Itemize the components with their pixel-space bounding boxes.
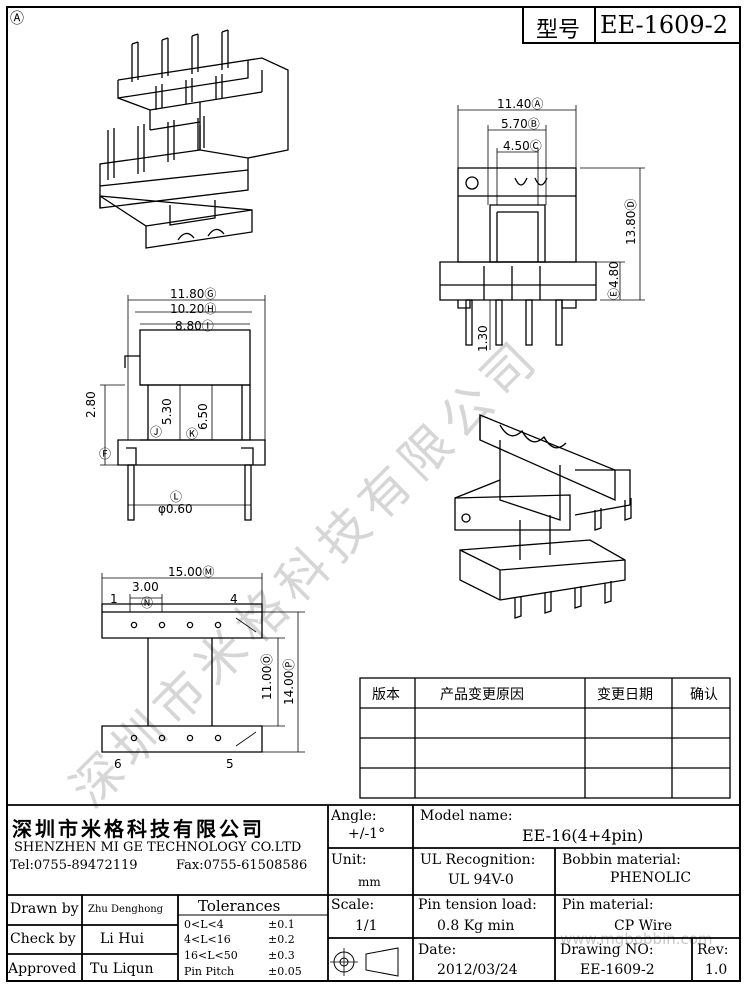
dim-m: 15.00Ⓜ bbox=[168, 565, 215, 579]
dim-f-mark: Ⓕ bbox=[99, 447, 112, 461]
company-name-en: SHENZHEN MI GE TECHNOLOGY CO.LTD bbox=[14, 840, 302, 855]
pin-material-value: CP Wire bbox=[614, 918, 673, 934]
dim-i: 8.80Ⓘ bbox=[175, 319, 214, 333]
angle-value: +/-1° bbox=[348, 826, 386, 842]
ul-label: UL Recognition: bbox=[420, 852, 536, 868]
tol-value-4: ±0.05 bbox=[268, 965, 302, 978]
drawn-value: Zhu Denghong bbox=[88, 904, 164, 915]
model-name-value: EE-16(4+4pin) bbox=[522, 826, 644, 845]
model-name-label: Model name: bbox=[420, 808, 513, 824]
drawing-no-label: Drawing NO: bbox=[560, 942, 654, 958]
revision-table-grid bbox=[359, 677, 731, 799]
drawing-no-value: EE-1609-2 bbox=[580, 962, 655, 978]
dim-d: 13.80Ⓓ bbox=[624, 198, 638, 245]
dim-pin-length: 1.30 bbox=[476, 325, 490, 352]
dim-f: 2.80 bbox=[84, 391, 98, 418]
rev-header-confirm: 确认 bbox=[690, 687, 718, 703]
pin-material-label: Pin material: bbox=[562, 897, 654, 913]
dim-g: 11.80Ⓖ bbox=[170, 287, 217, 301]
company-name-cn: 深圳市米格科技有限公司 bbox=[12, 817, 265, 841]
dim-e: Ⓔ4.80 bbox=[607, 261, 621, 300]
dim-o: 11.00Ⓞ bbox=[260, 653, 274, 700]
tol-value-1: ±0.1 bbox=[268, 918, 295, 931]
dim-j: 5.30 bbox=[160, 398, 174, 425]
rev-label: Rev: bbox=[697, 942, 729, 958]
model-box-value: EE-1609-2 bbox=[600, 11, 729, 39]
tol-range-4: Pin Pitch bbox=[184, 965, 235, 978]
bobbin-value: PHENOLIC bbox=[610, 870, 692, 886]
unit-label: Unit: bbox=[331, 852, 367, 868]
model-box: 型号 EE-1609-2 bbox=[522, 8, 741, 44]
pin-label-4: 4 bbox=[230, 592, 238, 606]
isometric-view-top bbox=[99, 29, 289, 249]
ul-value: UL 94V-0 bbox=[448, 872, 514, 888]
dim-h: 10.20Ⓗ bbox=[170, 302, 217, 316]
watermark-url: www.mgbobbin.com bbox=[560, 930, 713, 948]
top-view-bottom-left bbox=[101, 573, 305, 753]
bobbin-label: Bobbin material: bbox=[562, 852, 681, 868]
rev-value: 1.0 bbox=[705, 962, 728, 978]
dim-n-mark: Ⓝ bbox=[141, 596, 154, 610]
company-tel: Tel:0755-89472119 bbox=[10, 858, 138, 873]
pin-label-5: 5 bbox=[226, 757, 234, 771]
dim-l-mark: Ⓛ bbox=[170, 490, 183, 504]
scale-label: Scale: bbox=[331, 897, 375, 913]
tol-value-2: ±0.2 bbox=[268, 933, 295, 946]
drawn-label: Drawn by bbox=[10, 901, 79, 917]
rev-header-version: 版本 bbox=[372, 687, 400, 703]
scale-value: 1/1 bbox=[355, 918, 378, 934]
date-label: Date: bbox=[418, 942, 457, 958]
rev-header-date: 变更日期 bbox=[597, 687, 653, 703]
check-label: Check by bbox=[10, 931, 76, 947]
approved-value: Tu Liqun bbox=[90, 961, 154, 977]
tol-value-3: ±0.3 bbox=[268, 949, 295, 962]
dim-c: 4.50Ⓒ bbox=[503, 139, 542, 153]
tension-value: 0.8 Kg min bbox=[437, 918, 515, 934]
model-box-label: 型号 bbox=[536, 18, 581, 43]
tension-label: Pin tension load: bbox=[418, 897, 537, 913]
corner-mark: Ⓐ bbox=[10, 11, 24, 27]
side-view-middle-left bbox=[100, 295, 266, 521]
date-value: 2012/03/24 bbox=[437, 962, 518, 978]
angle-label: Angle: bbox=[331, 808, 377, 824]
unit-value: mm bbox=[358, 875, 381, 889]
front-view-top-right bbox=[439, 105, 645, 350]
dim-k-mark: Ⓚ bbox=[186, 427, 199, 441]
title-block-grid bbox=[6, 804, 741, 982]
dim-p: 14.00Ⓟ bbox=[282, 658, 296, 705]
pin-label-1: 1 bbox=[110, 592, 118, 606]
rev-header-reason: 产品变更原因 bbox=[440, 687, 524, 703]
dim-b: 5.70Ⓑ bbox=[501, 117, 540, 131]
isometric-view-bottom-right bbox=[454, 414, 632, 619]
drawing-frame bbox=[6, 6, 741, 982]
approved-label: Approved bbox=[8, 961, 77, 977]
dim-k: 6.50 bbox=[196, 403, 210, 430]
dim-a: 11.40Ⓐ bbox=[497, 97, 544, 111]
tol-range-3: 16<L<50 bbox=[184, 949, 238, 962]
check-value: Li Hui bbox=[100, 931, 144, 947]
company-fax: Fax:0755-61508586 bbox=[176, 858, 308, 873]
tol-range-1: 0<L<4 bbox=[184, 918, 224, 931]
tolerances-title: Tolerances bbox=[198, 897, 281, 915]
dim-j-mark: Ⓙ bbox=[150, 425, 163, 439]
tol-range-2: 4<L<16 bbox=[184, 933, 231, 946]
dim-n: 3.00 bbox=[132, 580, 159, 594]
pin-label-6: 6 bbox=[114, 757, 122, 771]
dim-l: φ0.60 bbox=[158, 502, 193, 516]
